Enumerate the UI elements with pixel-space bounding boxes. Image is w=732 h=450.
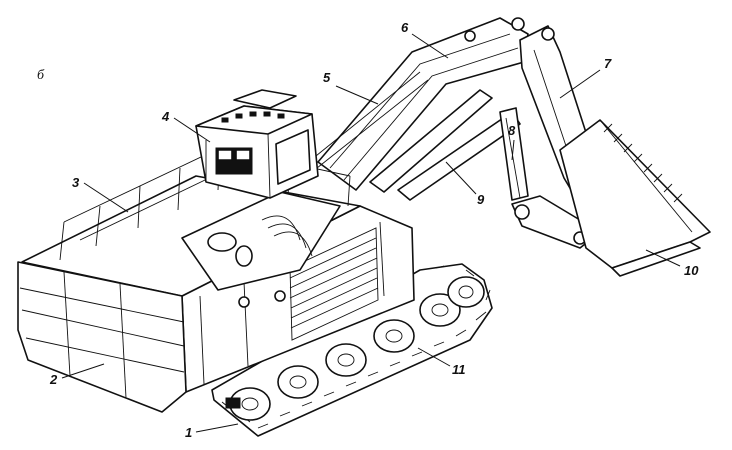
- callout-labels: б 1 2 3 4 5 6 7 8 9 10 11: [37, 20, 699, 440]
- callout-9: 9: [477, 192, 485, 207]
- callout-1: 1: [185, 425, 192, 440]
- callout-7: 7: [604, 56, 612, 71]
- callout-10: 10: [684, 263, 699, 278]
- panel-letter: б: [37, 68, 45, 83]
- callout-3: 3: [72, 175, 80, 190]
- road-wheels: [225, 276, 485, 421]
- boom-assembly: [305, 17, 711, 277]
- callout-11: 11: [452, 362, 466, 377]
- callout-leaders: [61, 33, 681, 433]
- machine-body: [17, 147, 415, 413]
- callout-2: 2: [49, 372, 58, 387]
- callout-6: 6: [401, 20, 409, 35]
- crawler-track: [211, 263, 493, 437]
- callout-8: 8: [508, 123, 516, 138]
- engine-grille: [289, 227, 379, 341]
- operator-cab: [195, 89, 319, 199]
- callout-5: 5: [323, 70, 331, 85]
- callout-4: 4: [161, 109, 170, 124]
